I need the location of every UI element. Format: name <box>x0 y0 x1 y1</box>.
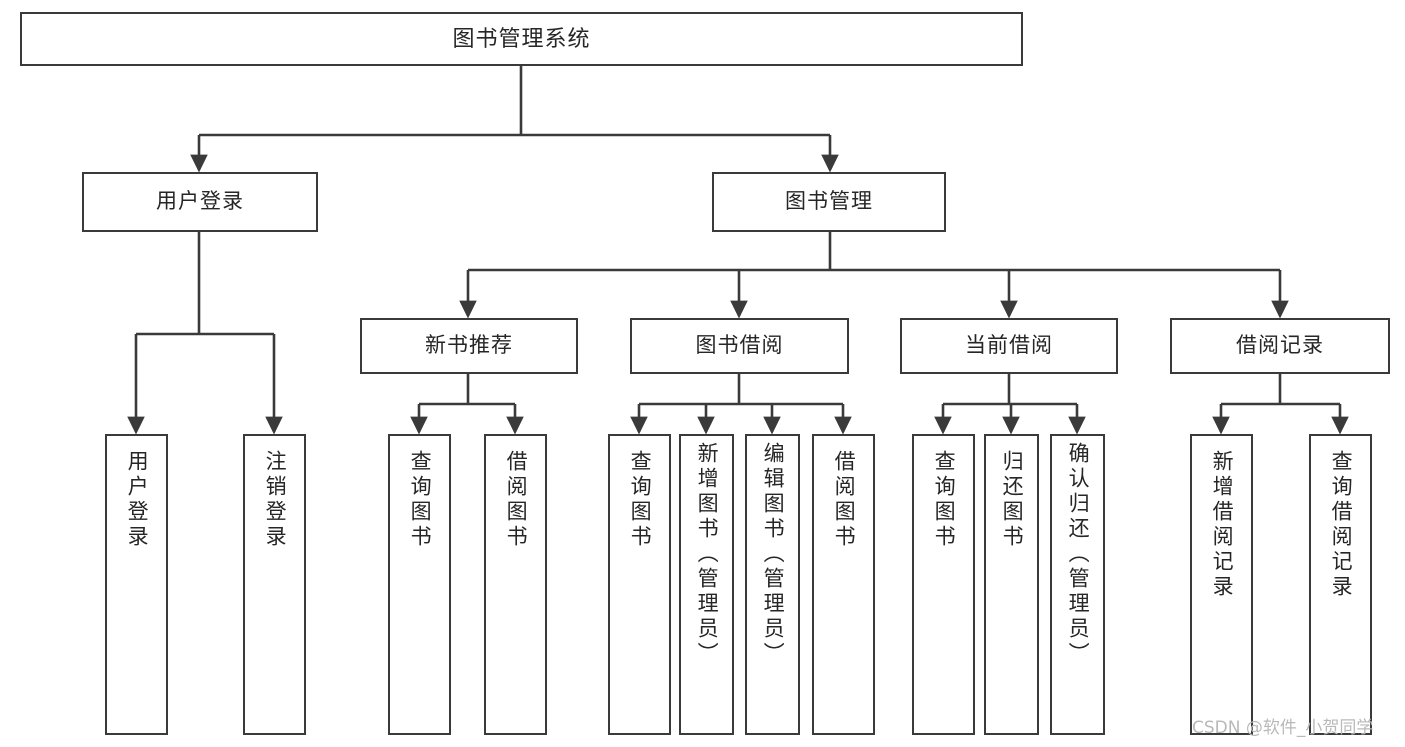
node-leaf-borrow-book-2[interactable]: 借阅图书 <box>812 434 875 735</box>
node-leaf-query-book-1[interactable]: 查询图书 <box>388 434 451 735</box>
node-leaf-borrow-book-2-label: 借阅图书 <box>832 450 856 550</box>
node-borrow-record[interactable]: 借阅记录 <box>1170 318 1390 374</box>
node-book-manage-label: 图书管理 <box>785 189 873 213</box>
node-root-system-label: 图书管理系统 <box>452 26 591 52</box>
node-leaf-confirm-return-label: 确认归还（管理员） <box>1066 442 1090 667</box>
node-leaf-query-book-3[interactable]: 查询图书 <box>912 434 975 735</box>
node-leaf-edit-book[interactable]: 编辑图书（管理员） <box>745 434 800 735</box>
node-leaf-edit-book-label: 编辑图书（管理员） <box>761 442 785 667</box>
node-leaf-add-record-label: 新增借阅记录 <box>1210 450 1234 600</box>
node-leaf-query-book-2[interactable]: 查询图书 <box>608 434 671 735</box>
node-leaf-add-book[interactable]: 新增图书（管理员） <box>679 434 734 735</box>
node-borrow-record-label: 借阅记录 <box>1236 333 1324 357</box>
node-leaf-query-book-1-label: 查询图书 <box>408 450 432 550</box>
node-book-borrow-label: 图书借阅 <box>695 333 784 357</box>
node-current-borrow[interactable]: 当前借阅 <box>900 318 1118 374</box>
node-current-borrow-label: 当前借阅 <box>965 333 1053 357</box>
node-leaf-logout[interactable]: 注销登录 <box>243 434 306 735</box>
node-leaf-query-record[interactable]: 查询借阅记录 <box>1309 434 1372 735</box>
node-root-system[interactable]: 图书管理系统 <box>20 12 1023 66</box>
node-book-manage[interactable]: 图书管理 <box>712 172 946 232</box>
node-new-book-recommend-label: 新书推荐 <box>425 333 513 357</box>
node-leaf-confirm-return[interactable]: 确认归还（管理员） <box>1050 434 1105 735</box>
node-leaf-borrow-book-1[interactable]: 借阅图书 <box>484 434 547 735</box>
node-user-login-label: 用户登录 <box>156 189 244 213</box>
node-leaf-return-book[interactable]: 归还图书 <box>984 434 1039 735</box>
node-new-book-recommend[interactable]: 新书推荐 <box>360 318 578 374</box>
node-book-borrow[interactable]: 图书借阅 <box>630 318 849 374</box>
node-leaf-user-login-label: 用户登录 <box>125 450 149 550</box>
node-leaf-user-login[interactable]: 用户登录 <box>105 434 168 735</box>
node-leaf-query-book-2-label: 查询图书 <box>628 450 652 550</box>
node-leaf-add-record[interactable]: 新增借阅记录 <box>1190 434 1253 735</box>
csdn-watermark: CSDN @软件_小贺同学 <box>1192 718 1374 738</box>
node-leaf-query-book-3-label: 查询图书 <box>932 450 956 550</box>
node-leaf-borrow-book-1-label: 借阅图书 <box>504 450 528 550</box>
node-user-login[interactable]: 用户登录 <box>82 172 318 232</box>
node-leaf-query-record-label: 查询借阅记录 <box>1329 450 1353 600</box>
node-leaf-logout-label: 注销登录 <box>263 450 287 550</box>
node-leaf-return-book-label: 归还图书 <box>1000 450 1024 550</box>
node-leaf-add-book-label: 新增图书（管理员） <box>695 442 719 667</box>
